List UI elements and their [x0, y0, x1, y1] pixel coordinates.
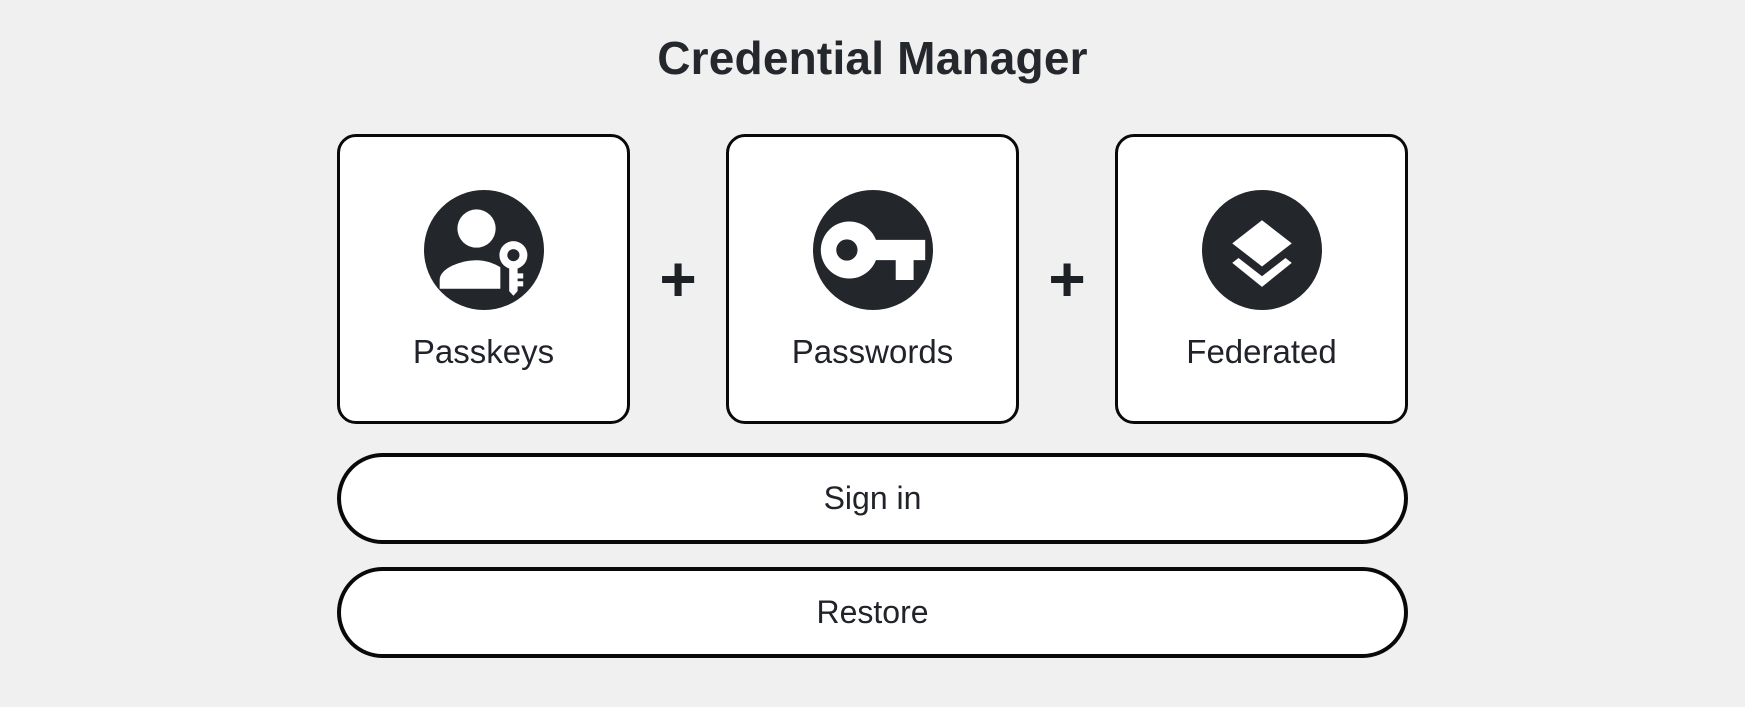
- layers-icon: [1215, 203, 1309, 297]
- passkey-icon: [428, 194, 540, 306]
- passkeys-icon-badge: [423, 190, 544, 310]
- passwords-card[interactable]: Passwords: [726, 134, 1019, 424]
- passkeys-card[interactable]: Passkeys: [337, 134, 630, 424]
- federated-card[interactable]: Federated: [1115, 134, 1408, 424]
- passwords-icon-badge: [812, 190, 933, 310]
- federated-card-label: Federated: [1186, 333, 1337, 370]
- federated-icon-badge: [1201, 190, 1322, 310]
- passwords-card-label: Passwords: [791, 333, 954, 370]
- action-buttons: Sign in Restore: [337, 424, 1408, 658]
- restore-button[interactable]: Restore: [337, 567, 1408, 658]
- plus-separator: +: [1048, 243, 1086, 315]
- key-icon: [815, 192, 931, 308]
- sign-in-button[interactable]: Sign in: [337, 453, 1408, 544]
- page-title: Credential Manager: [657, 32, 1088, 84]
- passkeys-card-label: Passkeys: [412, 333, 555, 370]
- plus-separator: +: [659, 243, 697, 315]
- credential-cards-row: Passkeys + Passwords +: [337, 134, 1408, 424]
